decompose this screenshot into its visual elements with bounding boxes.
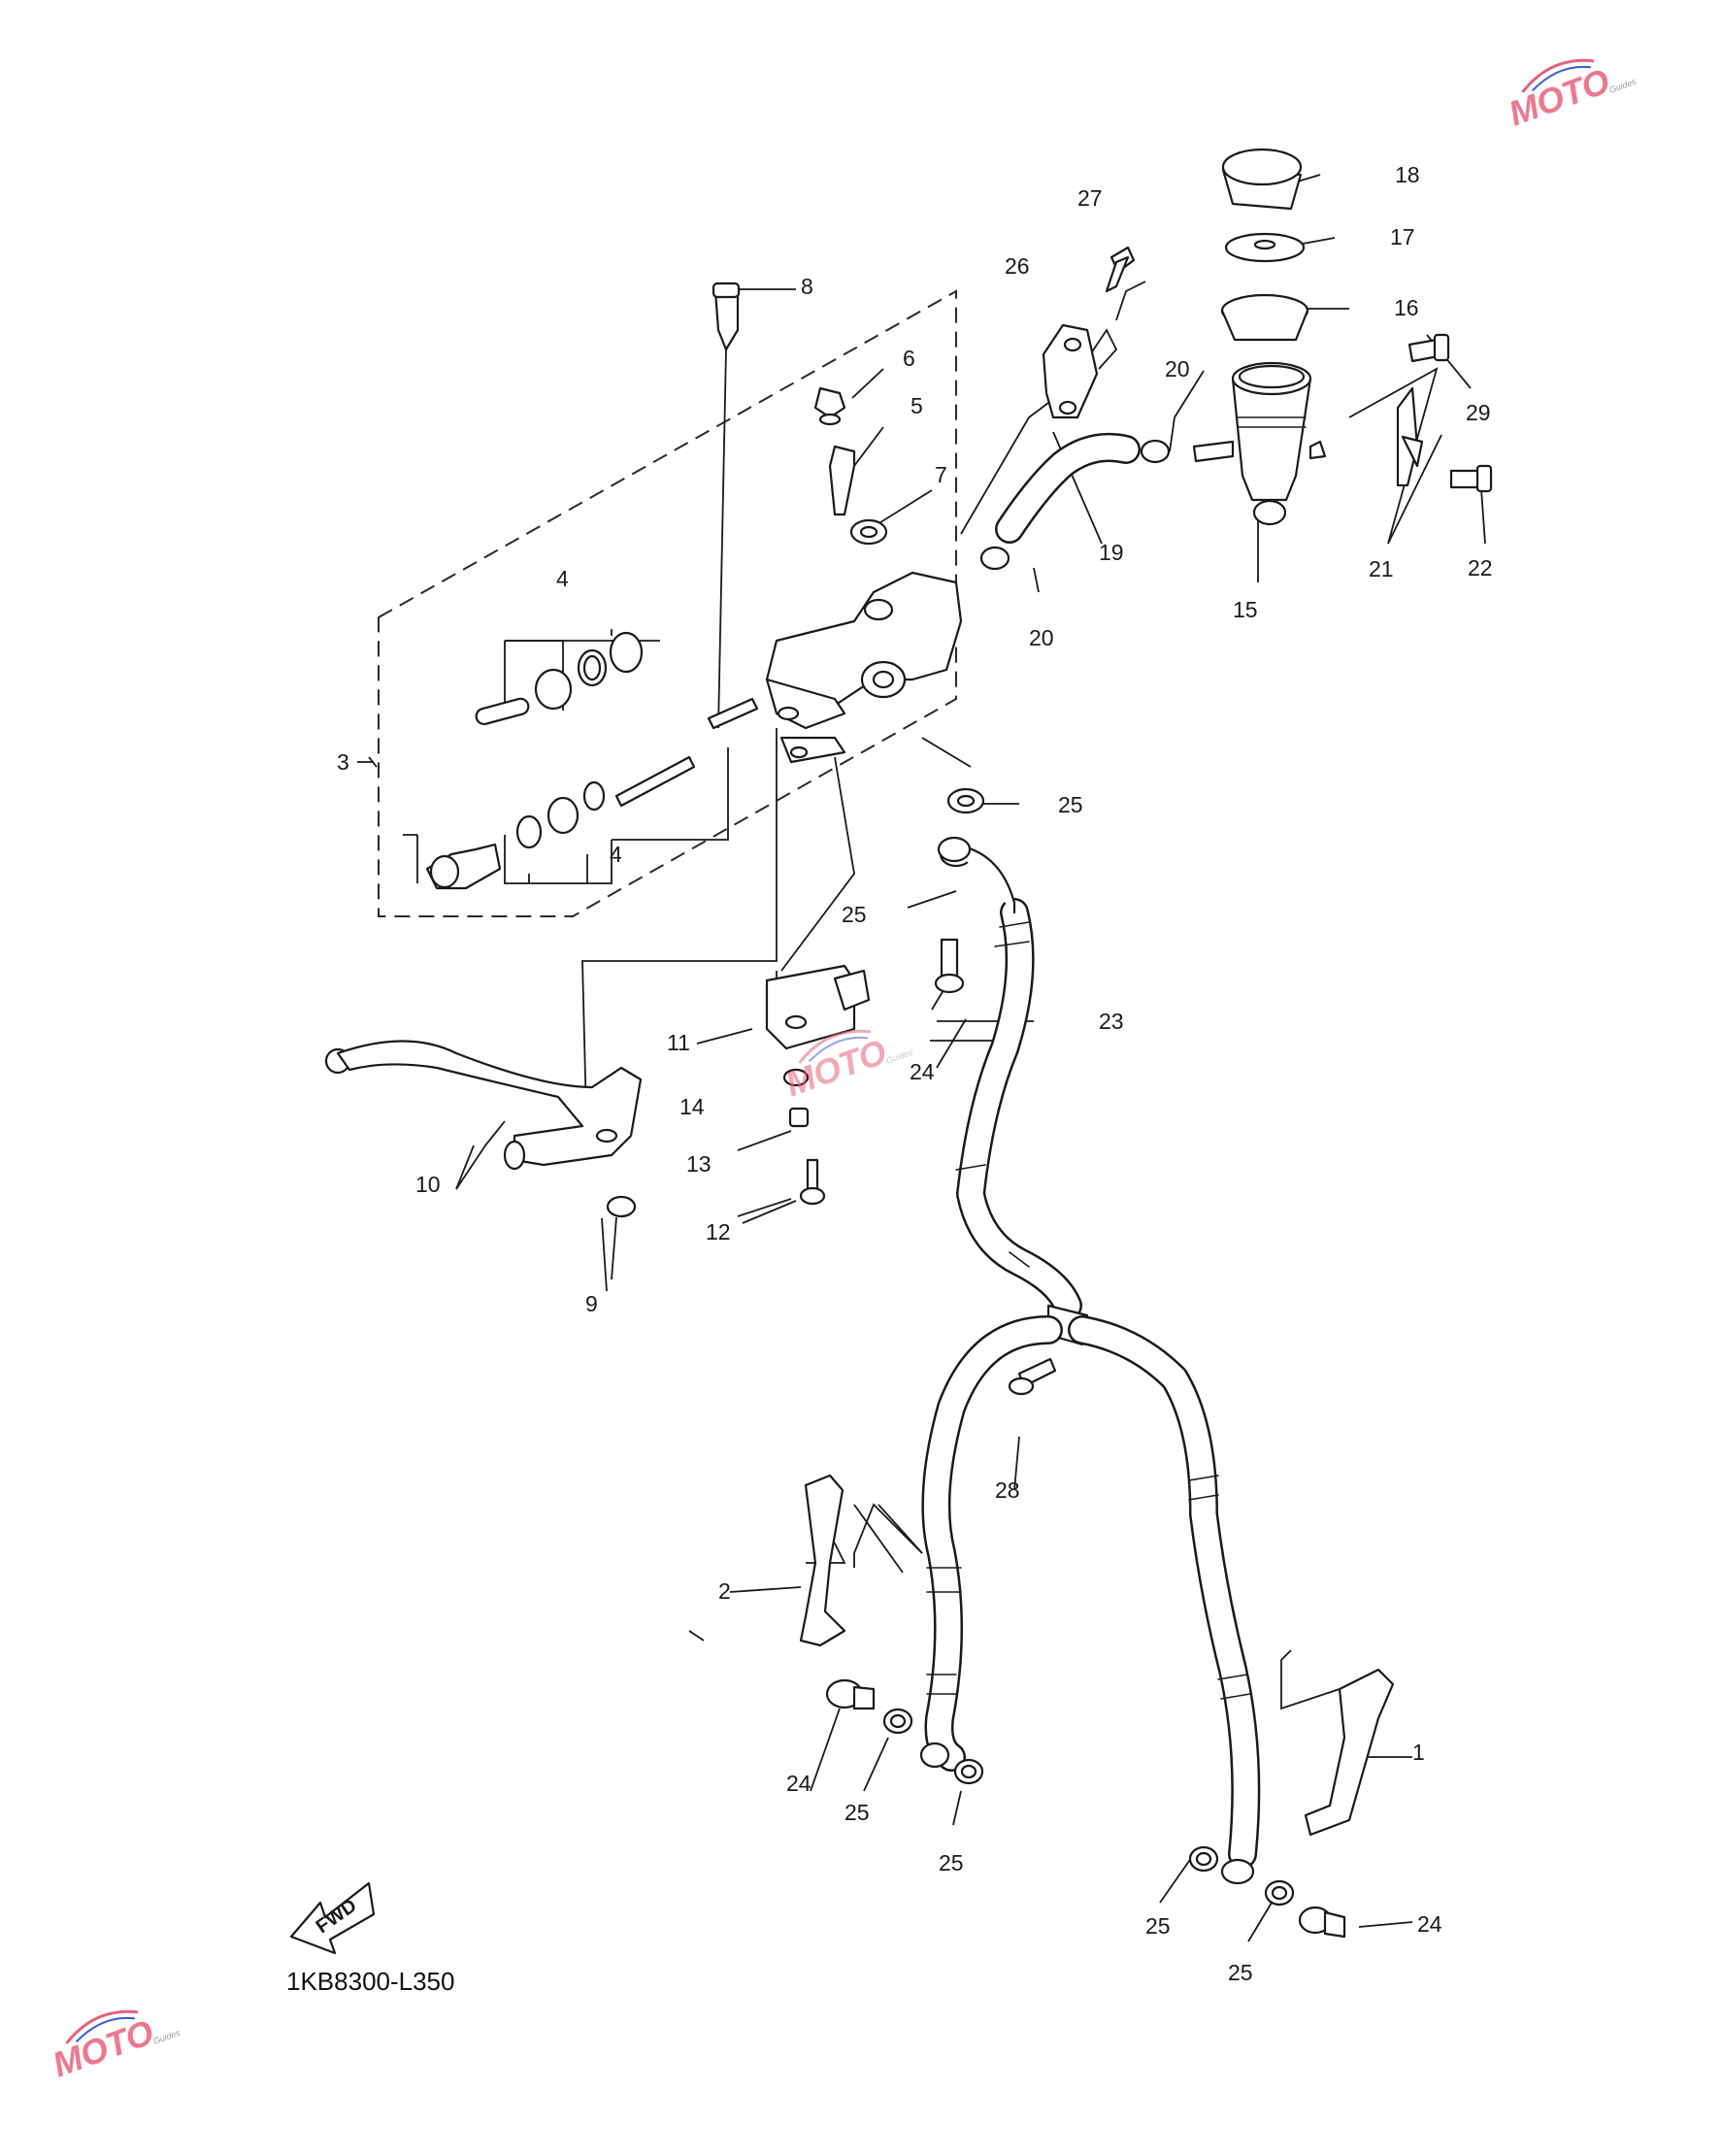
bolt-29 (1407, 333, 1450, 363)
nut-13 (788, 1107, 810, 1128)
hose-clamps (979, 439, 1171, 571)
fittings (712, 282, 888, 546)
washers-lower-left (882, 1708, 984, 1785)
callout-17: 17 (1390, 224, 1415, 249)
callout-29: 29 (1466, 400, 1491, 425)
callout-4-upper: 4 (556, 566, 569, 591)
watermark-sub: Guides (152, 2028, 182, 2046)
callout-3: 3 (337, 749, 349, 775)
callout-28: 28 (995, 1477, 1020, 1503)
callout-20-upper: 20 (1165, 356, 1190, 381)
callout-5: 5 (911, 393, 923, 418)
callout-22: 22 (1468, 555, 1493, 580)
callout-19: 19 (1099, 540, 1124, 565)
banjo-bolt-lower-left (825, 1678, 876, 1710)
callout-2: 2 (718, 1578, 731, 1604)
washer-14 (782, 1068, 810, 1087)
reservoir-assembly (1192, 148, 1327, 526)
banjo-bolt-upper (934, 938, 965, 994)
callout-25-mid: 25 (842, 902, 867, 927)
banjo-bolt-lower-right (1298, 1906, 1346, 1939)
callout-14: 14 (679, 1094, 705, 1119)
callout-25-lower-a: 25 (844, 1800, 870, 1825)
callout-15: 15 (1233, 597, 1258, 622)
callout-7: 7 (935, 462, 947, 487)
bracket-21 (1396, 386, 1424, 487)
washers-lower-right (1188, 1845, 1295, 1907)
callout-27: 27 (1077, 185, 1103, 211)
callout-21: 21 (1369, 556, 1394, 581)
diagram-code: 1KB8300-L350 (286, 1967, 454, 1996)
watermark-top-right: MOTO Guides (1504, 58, 1639, 134)
nut-9 (606, 1195, 637, 1218)
callout-25-lower-c: 25 (1145, 1913, 1171, 1939)
right-brake-hose (1068, 1315, 1261, 1885)
callout-16: 16 (1394, 295, 1419, 320)
callout-4-lower: 4 (610, 842, 622, 867)
leader-lines (357, 174, 1486, 1942)
callout-9: 9 (585, 1291, 598, 1316)
callout-6: 6 (903, 346, 915, 371)
holder-26 (1042, 323, 1099, 419)
callout-20-lower: 20 (1029, 625, 1054, 650)
piston-parts (425, 631, 759, 890)
callout-18: 18 (1395, 162, 1420, 187)
forward-arrow: FWD (289, 1881, 376, 1955)
callout-labels: 1 2 3 4 4 5 6 7 8 9 10 11 12 13 14 15 16… (337, 162, 1493, 1985)
callout-1: 1 (1412, 1740, 1425, 1765)
brake-hose-23 (937, 836, 1082, 1320)
callout-10: 10 (415, 1172, 441, 1197)
callout-25-lower-d: 25 (1228, 1960, 1253, 1985)
left-brake-hose (919, 1315, 1063, 1772)
reservoir-hose (995, 432, 1141, 544)
callout-23: 23 (1099, 1009, 1124, 1034)
bolt-27 (1105, 246, 1136, 293)
callout-11: 11 (667, 1030, 690, 1055)
watermark-sub: Guides (1608, 77, 1639, 95)
hose-guide-2 (799, 1474, 846, 1647)
hose-guide-1 (1304, 1668, 1395, 1837)
brake-switch (765, 964, 871, 1050)
brake-lever (324, 1040, 643, 1171)
callout-25-upper: 25 (1058, 792, 1083, 817)
watermark-bottom-left: MOTO Guides (48, 2009, 182, 2085)
bolt-28 (1008, 1357, 1057, 1396)
callout-24-lower-right: 24 (1417, 1911, 1442, 1937)
callout-26: 26 (1005, 253, 1030, 279)
callout-24-upper: 24 (910, 1059, 935, 1084)
callout-12: 12 (706, 1219, 731, 1244)
bolt-22 (1449, 464, 1493, 493)
master-cylinder-body (765, 571, 963, 764)
screw-12 (799, 1158, 826, 1206)
callout-25-lower-b: 25 (939, 1850, 964, 1875)
callout-8: 8 (801, 274, 813, 299)
callout-24-lower-left: 24 (786, 1771, 811, 1796)
callout-13: 13 (686, 1151, 712, 1177)
assembly-outline (378, 289, 957, 917)
